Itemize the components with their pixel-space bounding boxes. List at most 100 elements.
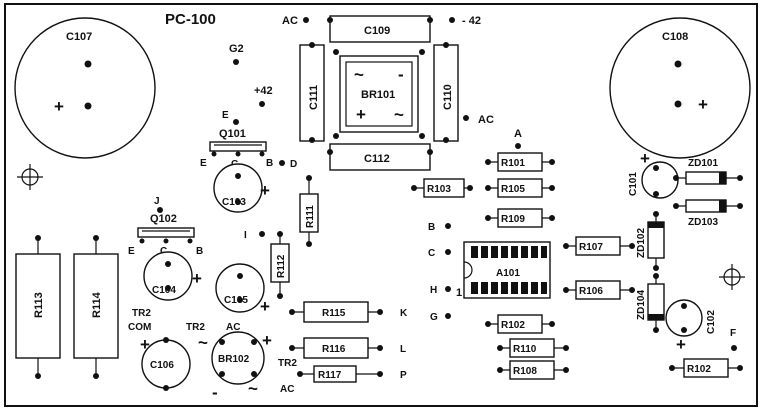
svg-text:E: E: [128, 246, 135, 257]
svg-text:ZD102: ZD102: [636, 228, 647, 258]
zener-diode-zd103: ZD103: [673, 199, 743, 228]
svg-text:+: +: [640, 149, 650, 168]
label-h: H: [430, 285, 437, 296]
label-c-right: C: [428, 248, 435, 259]
svg-text:-: -: [212, 383, 218, 402]
svg-text:L: L: [400, 344, 406, 355]
svg-text:+: +: [262, 331, 272, 350]
svg-text:~: ~: [354, 65, 364, 84]
board-title: PC-100: [165, 11, 216, 28]
resistor-r112: R112: [270, 231, 290, 299]
svg-text:~: ~: [394, 105, 404, 124]
label-f: F: [730, 328, 736, 339]
svg-text:+: +: [192, 269, 202, 288]
resistor-r103: R103: [411, 178, 473, 198]
capacitor-c104: C104 +: [143, 251, 202, 301]
svg-text:B: B: [196, 246, 203, 257]
svg-text:R109: R109: [501, 214, 525, 225]
svg-text:C105: C105: [224, 295, 248, 306]
svg-text:R101: R101: [501, 158, 525, 169]
resistor-r114: R114: [73, 235, 119, 379]
svg-text:R116: R116: [322, 344, 346, 355]
svg-text:J: J: [154, 196, 160, 207]
svg-text:R102: R102: [501, 320, 525, 331]
svg-text:R108: R108: [513, 366, 537, 377]
label-plus42: +42: [254, 85, 273, 97]
svg-text:R105: R105: [501, 184, 525, 195]
svg-text:E: E: [222, 110, 229, 121]
svg-text:+: +: [698, 95, 708, 114]
svg-text:R111: R111: [305, 205, 316, 228]
svg-text:C106: C106: [150, 360, 174, 371]
capacitor-c109: C109: [327, 15, 433, 43]
capacitor-c111: C111: [299, 42, 325, 143]
svg-text:R113: R113: [33, 292, 45, 318]
svg-text:+: +: [54, 97, 64, 116]
transistor-q102: J Q102 E C B: [128, 196, 203, 257]
zener-diode-zd101: ZD101: [673, 158, 743, 185]
svg-text:ZD104: ZD104: [636, 290, 647, 320]
capacitor-c101: C101 +: [628, 149, 679, 199]
svg-text:C109: C109: [364, 25, 390, 37]
resistor-r111: R111: [299, 175, 319, 247]
label-ac-right: AC: [478, 114, 494, 126]
svg-text:P: P: [400, 370, 407, 381]
label-tr2-br: TR2: [186, 322, 205, 333]
svg-text:R110: R110: [513, 344, 537, 355]
svg-text:R112: R112: [276, 254, 287, 278]
capacitor-c105: C105 +: [215, 263, 270, 316]
svg-text:R103: R103: [427, 184, 451, 195]
svg-text:C101: C101: [628, 172, 639, 196]
mounting-hole-left: [17, 164, 43, 190]
svg-text:C102: C102: [706, 310, 717, 334]
resistor-r101: R101: [485, 152, 555, 172]
resistor-r113: R113: [15, 235, 61, 379]
svg-text:~: ~: [198, 333, 208, 352]
svg-text:K: K: [400, 308, 408, 319]
label-tr2-left: TR2: [132, 308, 151, 319]
resistor-r109: R109: [485, 208, 555, 228]
transistor-q101: E Q101 E C B D: [200, 110, 297, 170]
bridge-rectifier-br101: ~ - + ~ BR101: [333, 49, 425, 139]
resistor-r106: R106: [563, 280, 635, 300]
bridge-rectifier-br102: BR102 ~ + - ~: [198, 331, 272, 402]
label-tr2-bottom: TR2: [278, 358, 297, 369]
capacitor-c108: C108 +: [609, 17, 751, 159]
resistor-r107: R107: [563, 236, 635, 256]
label-g: G: [430, 312, 438, 323]
svg-text:A101: A101: [496, 268, 520, 279]
svg-text:C112: C112: [364, 153, 390, 165]
svg-text:E: E: [200, 158, 207, 169]
label-b-right: B: [428, 222, 435, 233]
resistor-r105: R105: [485, 178, 555, 198]
svg-text:R106: R106: [579, 286, 603, 297]
label-g2: G2: [229, 43, 244, 55]
label-i: I: [244, 230, 247, 241]
svg-text:~: ~: [248, 379, 258, 398]
svg-text:+: +: [356, 105, 366, 124]
capacitor-c112: C112: [327, 143, 433, 171]
capacitor-c106: C106 +: [140, 335, 191, 391]
label-com: COM: [128, 322, 151, 333]
svg-text:R117: R117: [318, 370, 342, 381]
label-minus42: - 42: [462, 15, 481, 27]
svg-text:C103: C103: [222, 197, 246, 208]
svg-text:R115: R115: [322, 308, 346, 319]
ic-a101: A101 1: [456, 241, 551, 299]
zener-diode-zd104: ZD104: [636, 273, 665, 333]
resistor-r115: R115 K: [289, 301, 408, 323]
svg-text:BR101: BR101: [361, 89, 395, 101]
svg-text:ZD101: ZD101: [688, 158, 718, 169]
capacitor-c107: C107 +: [14, 17, 156, 159]
svg-text:C110: C110: [442, 84, 454, 110]
svg-text:B: B: [266, 158, 273, 169]
resistor-r116: R116 L: [289, 337, 406, 359]
svg-text:1: 1: [456, 287, 462, 299]
svg-text:D: D: [290, 159, 297, 170]
svg-text:C108: C108: [662, 31, 688, 43]
svg-text:BR102: BR102: [218, 354, 250, 365]
zener-diode-zd102: ZD102: [636, 211, 665, 271]
svg-text:C: C: [160, 246, 167, 257]
label-ac-br: AC: [226, 322, 240, 333]
